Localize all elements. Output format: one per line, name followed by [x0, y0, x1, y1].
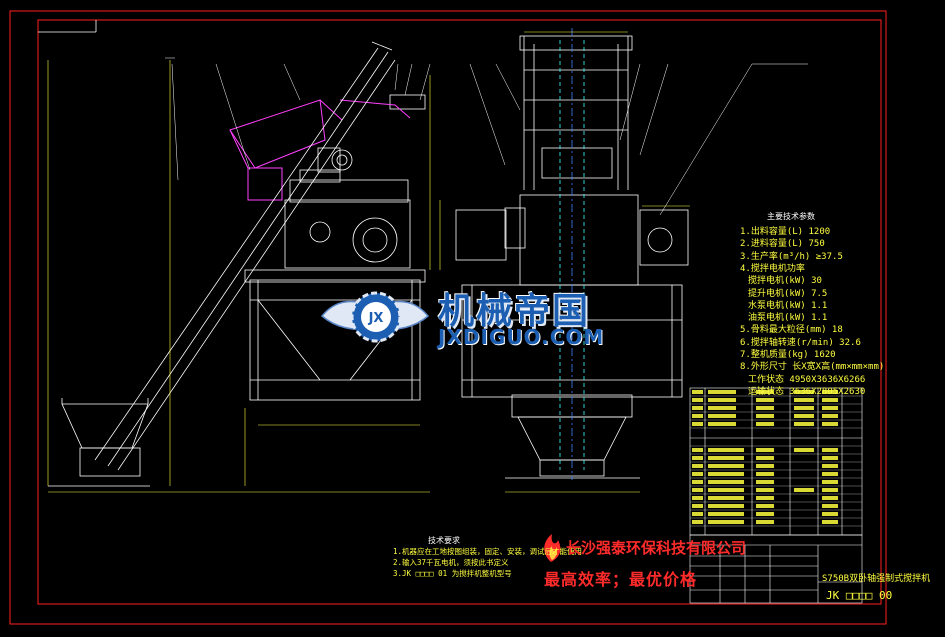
left-dimensions — [47, 60, 441, 493]
title-block — [689, 534, 863, 604]
center-lines — [559, 28, 585, 480]
params-title: 主要技术参数 — [767, 212, 815, 221]
param-line: 4.搅拌电机功率 — [740, 263, 805, 274]
tech-title: 技术要求 — [428, 536, 460, 545]
mixer-body — [519, 194, 639, 286]
bom-fill-marks — [692, 390, 838, 524]
param-line: 5.骨料最大粒径(mm) 18 — [740, 325, 843, 336]
flame-inner-icon — [549, 546, 557, 560]
support-frame — [249, 279, 421, 401]
company-logo — [544, 534, 561, 562]
param-line: 1.出料容量(L) 1200 — [740, 227, 831, 237]
hopper-upper — [229, 99, 411, 201]
watermark-logo-letters: JX — [368, 311, 384, 326]
leaders-left — [165, 57, 431, 181]
drawing-name: S750B双卧轴强制式搅拌机 — [822, 574, 931, 584]
param-line: 油泵电机(kW) 1.1 — [748, 313, 828, 324]
bom-rows — [690, 395, 862, 527]
flame-icon — [544, 534, 561, 562]
param-line: 3.生产率(m³/h) ≥37.5 — [740, 251, 843, 262]
param-line: 7.整机质量(kg) 1620 — [740, 350, 836, 360]
tech-note: 3.JK □□□□ 01 为搅拌机整机型号 — [393, 569, 512, 578]
platform — [244, 269, 426, 283]
param-line: 搅拌电机(kW) 30 — [748, 276, 822, 287]
mixer-drum — [284, 199, 411, 269]
drawing-code: JK □□□□ 00 — [826, 589, 893, 602]
param-line: 水泵电机(kW) 1.1 — [748, 300, 828, 311]
tech-note: 1.机器应在工地按图组装，固定、安装，调试后才能使用 — [393, 547, 583, 556]
inner-frame — [37, 19, 882, 605]
company-name: 长沙强泰环保科技有限公司 — [566, 539, 747, 557]
param-line: 提升电机(kW) 7.5 — [748, 288, 828, 299]
watermark-cn: 机械帝国 — [438, 291, 591, 332]
outer-frame — [9, 10, 887, 625]
skip-rail — [94, 41, 396, 471]
leaders-right — [469, 63, 808, 216]
skip-hopper — [48, 398, 150, 487]
param-line: 2.进料容量(L) 750 — [740, 239, 825, 250]
right-dimensions — [505, 31, 690, 493]
param-line: 运输状态 3636X2805X2630 — [748, 386, 866, 397]
left-view — [244, 94, 426, 401]
company-slogan: 最高效率；最优价格 — [544, 570, 698, 589]
param-line: 工作状态 4950X3636X6266 — [748, 374, 866, 385]
watermark-logo: JX — [320, 291, 430, 343]
param-line: 6.搅拌轴转速(r/min) 32.6 — [740, 337, 861, 348]
gear-hub — [361, 302, 391, 332]
tech-note: 2.输入37千瓦电机，须按此书定义 — [393, 558, 509, 567]
watermark-url: JXDIGUO.COM — [438, 325, 605, 349]
param-line: 8.外形尺寸 长X宽X高(mm×mm×mm) — [740, 362, 885, 373]
